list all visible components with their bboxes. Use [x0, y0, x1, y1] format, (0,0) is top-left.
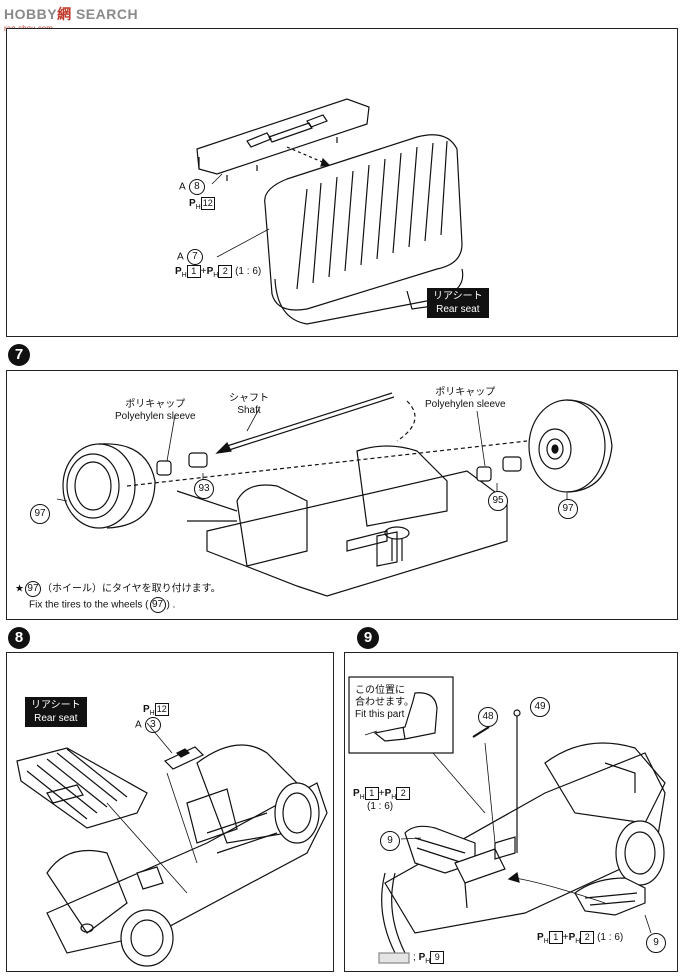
part-number-9-left: 9 — [380, 831, 400, 851]
callout-a3: A 3 — [135, 717, 162, 733]
callout-a7: A 7 — [177, 249, 204, 265]
watermark-brand: HOBBY網 SEARCH — [4, 6, 139, 22]
step-number-8: 8 — [8, 627, 30, 649]
part-number-9-right: 9 — [646, 933, 666, 953]
part-number-7: 7 — [186, 249, 203, 265]
shaft-label: シャフト Shaft — [229, 393, 269, 416]
rear-seat-illustration — [196, 98, 464, 325]
inset-fit-note: この位置に 合わせます。 Fit this part — [355, 685, 414, 720]
part-number-49: 49 — [530, 697, 550, 717]
rear-seat-tag: リアシート Rear seat — [427, 288, 489, 318]
rear-seat-tag-step8: リアシート Rear seat — [25, 697, 87, 727]
part-number-97-left: 97 — [30, 504, 50, 524]
front-seat-install-illustration — [348, 676, 666, 964]
part-number-95: 95 — [488, 491, 508, 511]
part-number-97-right: 97 — [558, 499, 578, 519]
step-number-9: 9 — [357, 627, 379, 649]
part-number-93: 93 — [194, 479, 214, 499]
panel-step-7: シャフト Shaft ポリキャップ Polyehylen sleeve ポリキャ… — [6, 370, 678, 620]
part-number-8: 8 — [188, 179, 205, 195]
part-number-3: 3 — [144, 717, 161, 733]
axle-assembly-illustration — [56, 392, 613, 597]
step-number-7: 7 — [8, 344, 30, 366]
poly-cap-left-label: ポリキャップ Polyehylen sleeve — [115, 399, 196, 422]
tire-note-en: Fix the tires to the wheels (97) . — [29, 597, 175, 613]
part-number-48: 48 — [478, 707, 498, 727]
callout-a8: A 8 — [179, 179, 206, 195]
tire-note-jp: ★97（ホイール）にタイヤを取り付けます。 — [15, 581, 221, 597]
rear-seat-install-illustration — [16, 722, 328, 967]
poly-cap-right-label: ポリキャップ Polyehylen sleeve — [425, 387, 506, 410]
